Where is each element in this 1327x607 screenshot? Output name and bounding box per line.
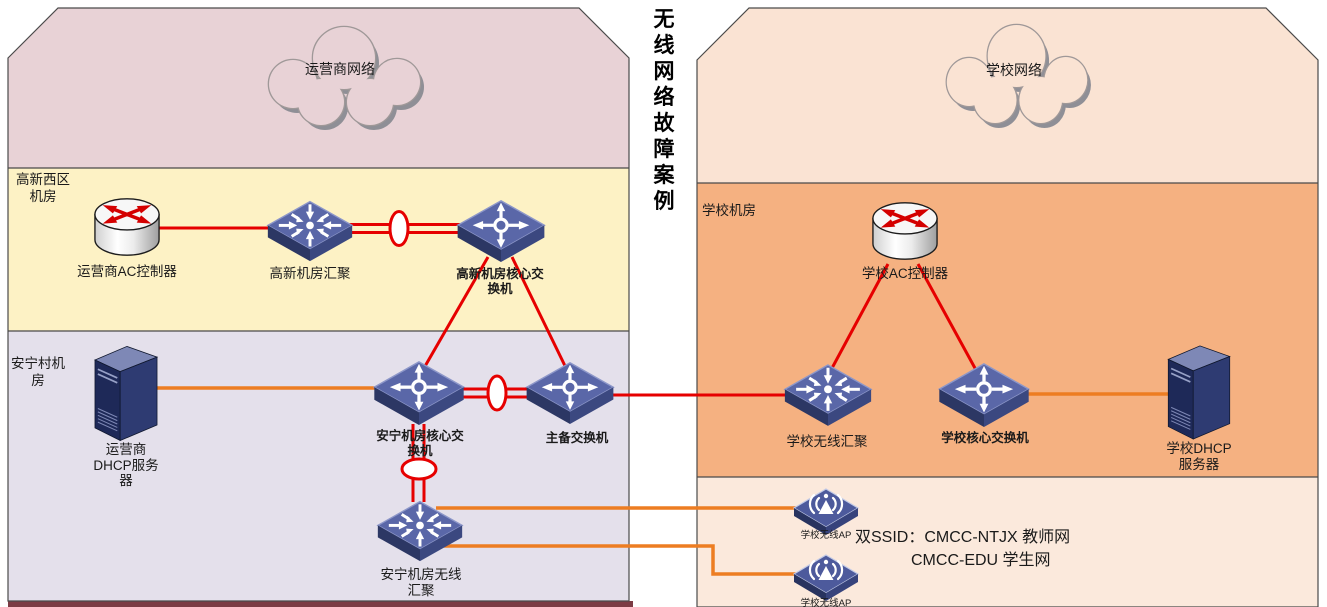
ssid-note-line1: 双SSID：CMCC-NTJX 教师网 xyxy=(855,529,1071,546)
school-dhcp-label: 学校DHCP 服务器 xyxy=(1166,441,1232,472)
link-schoolac-to-core xyxy=(916,263,978,371)
school-room-label: 学校机房 xyxy=(702,203,756,218)
anning-wireless-agg-label: 安宁机房无线 汇聚 xyxy=(380,567,462,598)
link-schoolac-to-wagg xyxy=(829,263,890,371)
ssid-note-line2: CMCC-EDU 学生网 xyxy=(911,552,1051,569)
operator-cloud-label: 运营商网络 xyxy=(305,61,375,77)
school-core-label: 学校核心交换机 xyxy=(941,431,1029,445)
operator-ac-router-icon xyxy=(93,197,161,257)
link-gxcore-to-master xyxy=(510,256,569,371)
school-ap-top-label: 学校无线AP xyxy=(800,530,852,541)
operator-dhcp-server-icon xyxy=(94,345,158,442)
operator-dhcp-label: 运营商 DHCP服务 器 xyxy=(93,442,159,488)
anning-room-label: 安宁村机 房 xyxy=(11,356,65,388)
orange-links xyxy=(130,386,1185,576)
gaoxin-agg-label: 高新机房汇聚 xyxy=(269,266,351,281)
school-cloud-label: 学校网络 xyxy=(986,62,1042,78)
bundle-oval-2 xyxy=(486,374,508,412)
link-bundle-ovals xyxy=(388,210,508,481)
link-gxcore-to-anningcore xyxy=(422,256,490,369)
gaoxin-room-label: 高新西区 机房 xyxy=(16,172,70,204)
operator-cloud-icon xyxy=(267,25,424,130)
school-dhcp-server-icon xyxy=(1167,345,1231,440)
diagram-title: 无线网络故障案例 xyxy=(653,7,675,213)
school-ac-label: 学校AC控制器 xyxy=(861,266,949,281)
bundle-oval-3 xyxy=(400,457,438,481)
gaoxin-core-label: 高新机房核心交 换机 xyxy=(456,267,544,296)
bottom-strip xyxy=(8,601,633,607)
anning-core-label: 安宁机房核心交 换机 xyxy=(376,429,464,458)
school-ap-bottom-label: 学校无线AP xyxy=(800,598,852,607)
link-wagg-to-ap2 xyxy=(444,544,808,576)
bundle-oval-1 xyxy=(388,210,410,247)
school-cloud-icon xyxy=(945,23,1091,128)
school-wireless-agg-label: 学校无线汇聚 xyxy=(786,434,868,449)
master-backup-label: 主备交换机 xyxy=(545,431,609,445)
school-ac-router-icon xyxy=(871,201,939,262)
operator-ac-label: 运营商AC控制器 xyxy=(77,264,177,279)
